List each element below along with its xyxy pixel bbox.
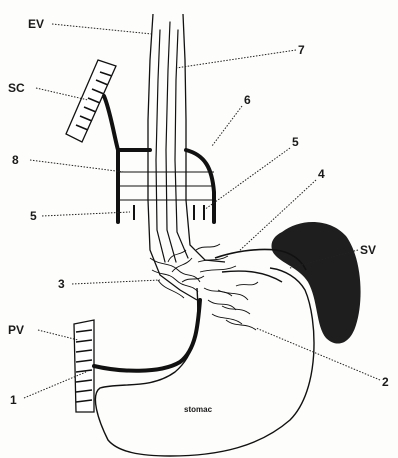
label-7: 7 bbox=[298, 43, 305, 57]
label-5-left: 5 bbox=[30, 209, 37, 223]
leader-5r bbox=[204, 148, 290, 210]
label-sc: SC bbox=[8, 81, 25, 95]
label-3: 3 bbox=[58, 277, 65, 291]
label-1: 1 bbox=[10, 393, 17, 407]
label-sv: SV bbox=[360, 243, 376, 257]
azygos-vein bbox=[104, 96, 214, 222]
stomach-outline bbox=[95, 268, 314, 456]
label-8: 8 bbox=[12, 153, 19, 167]
label-stomach: stomac bbox=[184, 405, 213, 414]
perforating-veins bbox=[134, 205, 204, 220]
esophageal-vein-1 bbox=[156, 30, 165, 262]
leader-3 bbox=[72, 280, 160, 284]
label-2: 2 bbox=[382, 375, 389, 389]
leader-8 bbox=[30, 160, 124, 172]
label-ev: EV bbox=[28, 17, 44, 31]
spleen bbox=[271, 222, 360, 344]
label-pv: PV bbox=[8, 323, 24, 337]
leader-2 bbox=[256, 328, 380, 380]
venous-plexus bbox=[150, 244, 258, 330]
label-4: 4 bbox=[318, 167, 325, 181]
esophagus-right-wall bbox=[183, 14, 225, 262]
leader-ev bbox=[52, 24, 152, 34]
esophageal-vein-2 bbox=[166, 22, 176, 262]
left-gastric-vein bbox=[94, 300, 200, 371]
leader-sc bbox=[36, 88, 88, 100]
portal-vein bbox=[74, 320, 94, 412]
esophagus-left-wall bbox=[148, 14, 197, 300]
leader-7 bbox=[176, 50, 296, 68]
leader-6 bbox=[212, 106, 242, 146]
label-5-right: 5 bbox=[292, 135, 299, 149]
superior-vena-cava bbox=[66, 60, 116, 142]
label-6: 6 bbox=[244, 93, 251, 107]
leader-pv bbox=[38, 330, 78, 340]
splenic-vein-lower bbox=[222, 271, 282, 282]
